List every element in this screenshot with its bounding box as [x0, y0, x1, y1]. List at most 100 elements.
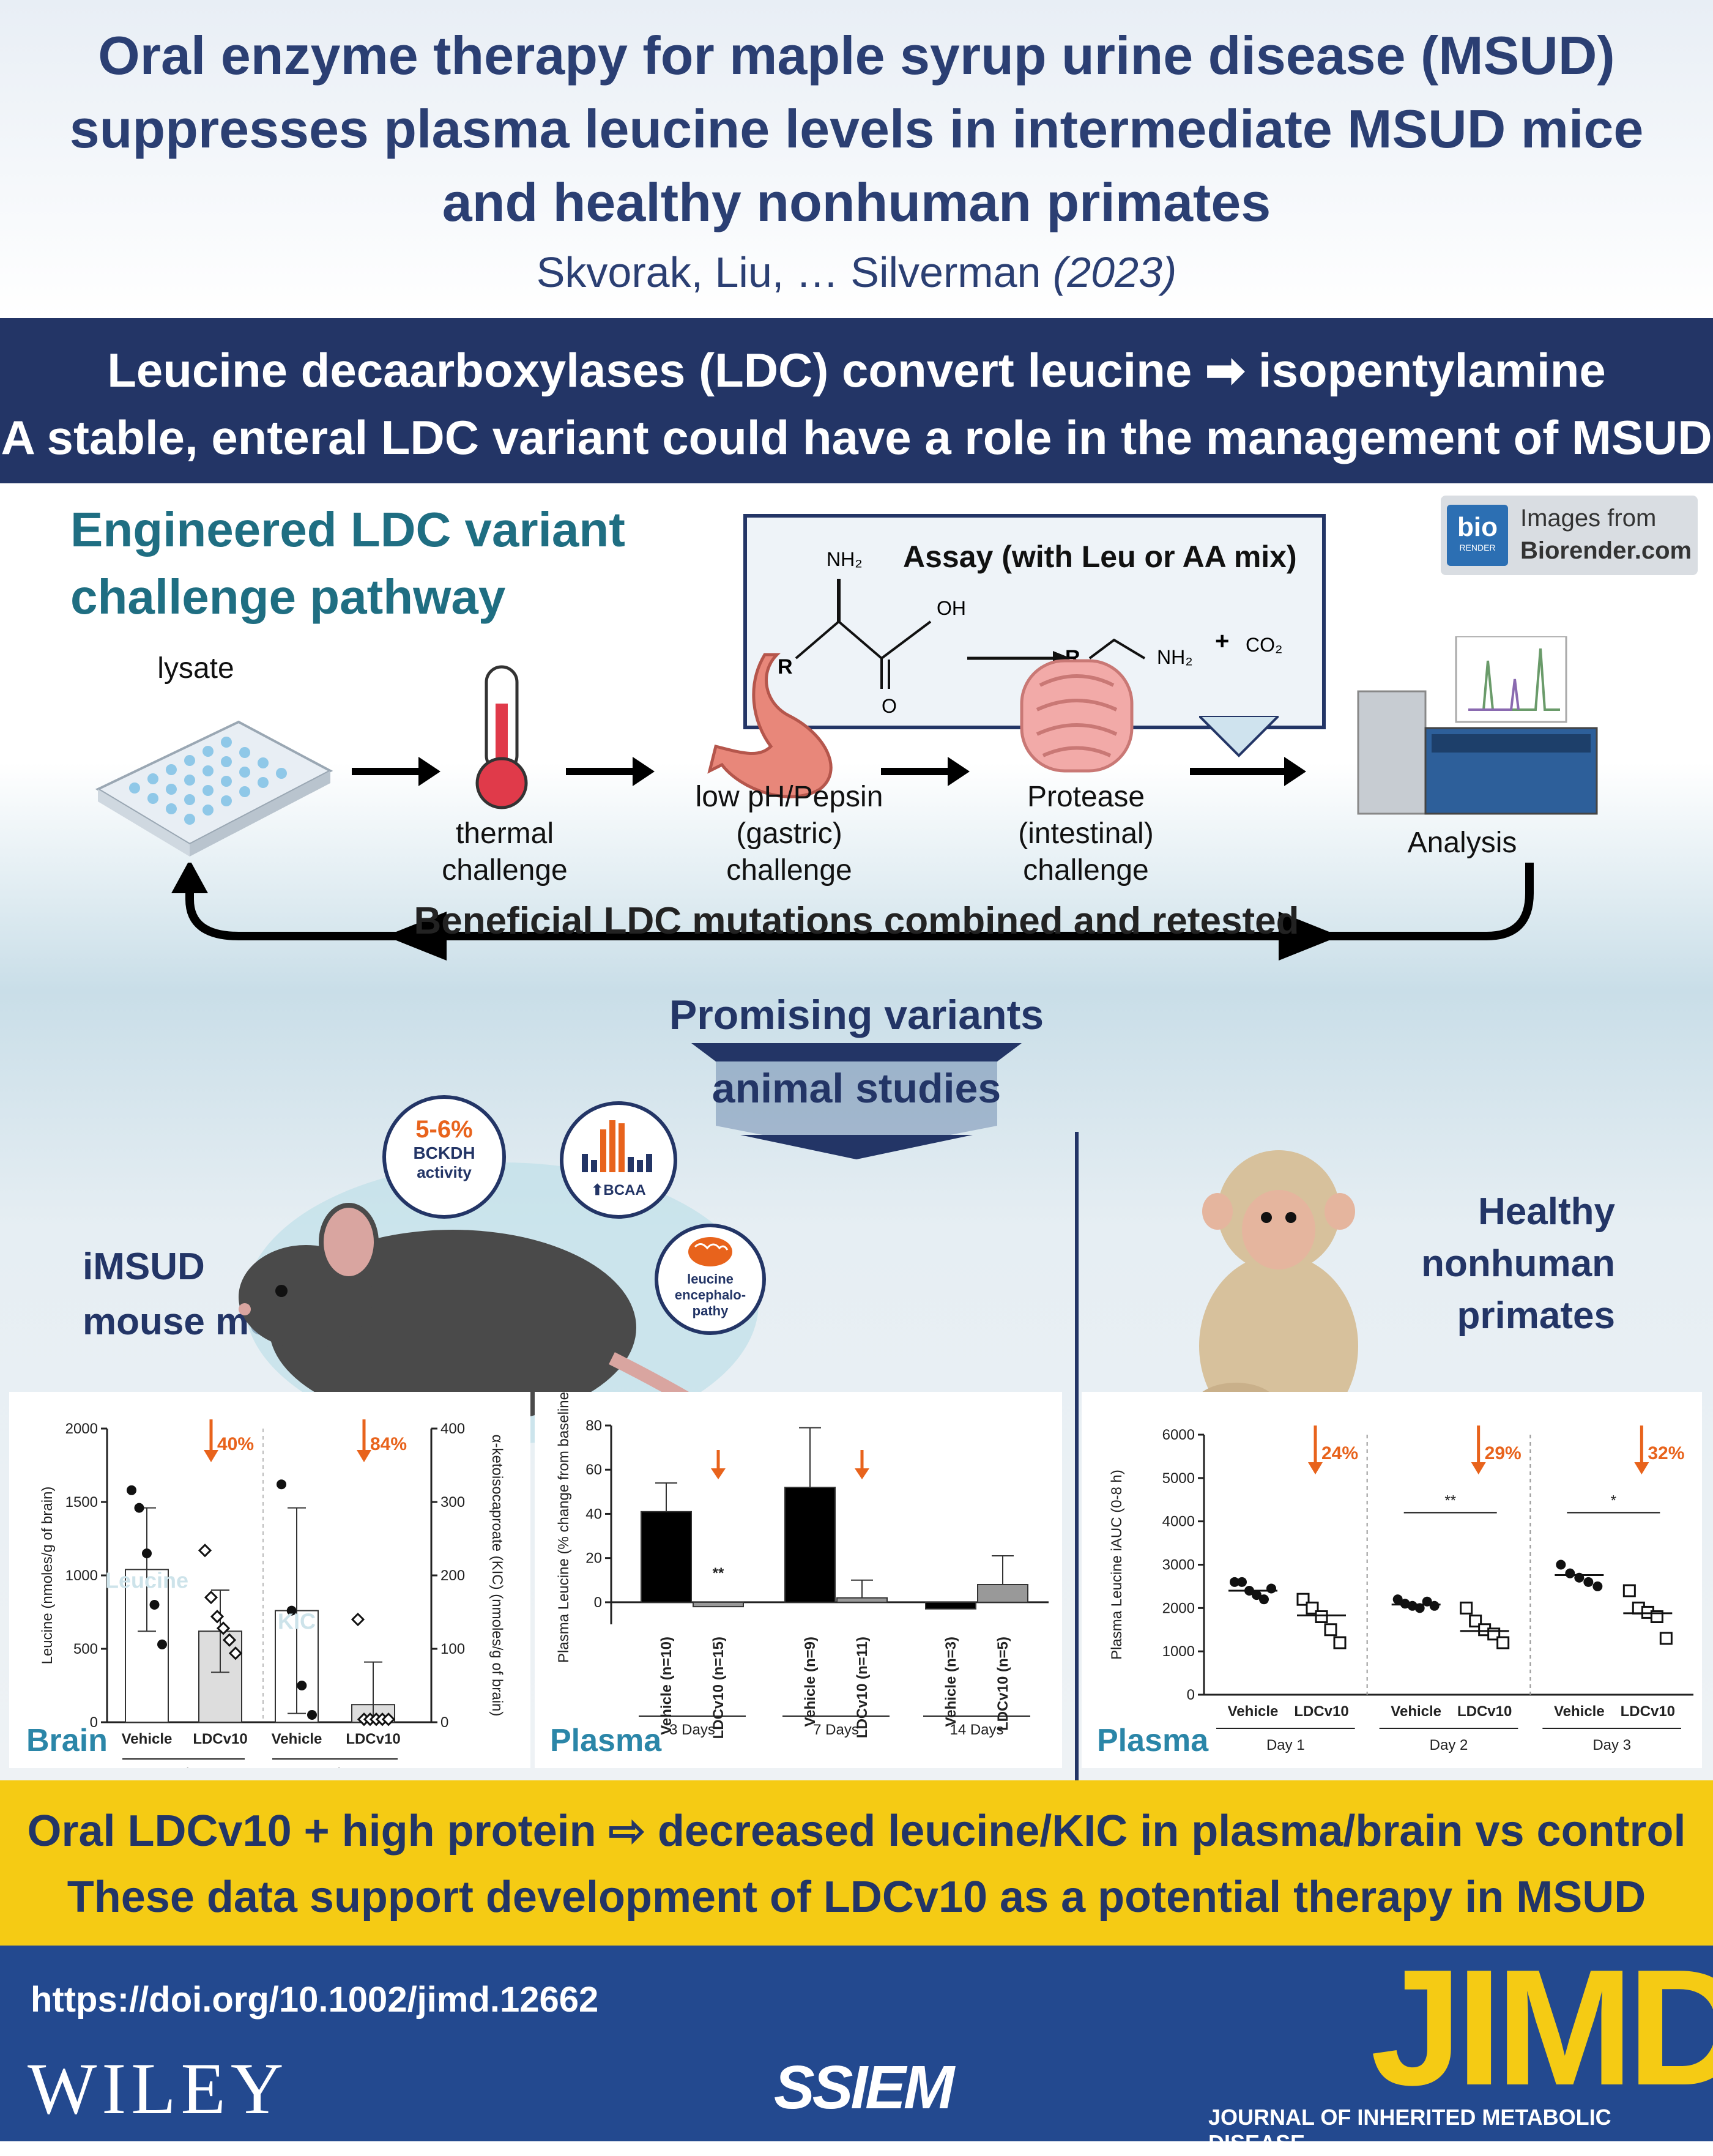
reduction-arrow-head — [855, 1468, 869, 1479]
plasma-category-label: LDCv10 (n=5) — [995, 1637, 1011, 1731]
badge-bcaa-label: ⬆BCAA — [591, 1182, 646, 1199]
mouse-illustration — [239, 1162, 763, 1450]
primate-label-2: nonhuman — [1421, 1243, 1615, 1285]
brain-series-name: KIC — [278, 1609, 316, 1634]
chem-structure — [795, 579, 1146, 689]
plasma-category-label: Vehicle (n=10) — [658, 1637, 675, 1735]
chem-oh: OH — [937, 597, 966, 619]
brain-data-point — [277, 1479, 286, 1490]
biorender-logo: bio RENDER — [1447, 505, 1508, 566]
thermometer-icon — [475, 665, 528, 809]
primate-data-point — [1259, 1594, 1269, 1605]
primate-data-point — [1407, 1600, 1418, 1611]
jimd-subtitle: JOURNAL OF INHERITED METABOLIC DISEASE — [1208, 2105, 1611, 2155]
step-gastric-label-3: challenge — [726, 854, 852, 887]
primate-category-label: Vehicle — [1554, 1703, 1605, 1720]
primate-data-point — [1266, 1583, 1276, 1594]
brain-data-point — [127, 1485, 136, 1495]
biorender-credit: bio RENDER Images from Biorender.com — [1441, 496, 1698, 575]
brain-ylabel: Leucine (nmoles/g of brain) — [39, 1487, 56, 1665]
chem-o: O — [882, 695, 897, 717]
key-message-banner: Leucine decaarboxylases (LDC) convert le… — [0, 318, 1713, 483]
badge-bckdh-sub: activity — [417, 1163, 472, 1181]
primate-category-label: Vehicle — [1228, 1703, 1279, 1720]
brain-data-point — [228, 1646, 243, 1660]
arrow-4 — [1190, 757, 1306, 786]
primate-ylabel: Plasma Leucine iAUC (0-8 h) — [1109, 1470, 1125, 1660]
stomach-icon — [707, 653, 833, 798]
chem-nh2: NH₂ — [827, 548, 863, 570]
badge-encephalopathy-line-2: encephalo- — [674, 1287, 746, 1303]
biorender-line-2: Biorender.com — [1520, 537, 1692, 564]
brain-data-point — [286, 1605, 297, 1616]
plasma-bar — [641, 1511, 692, 1603]
plasma-ytick-label: 0 — [594, 1594, 602, 1611]
brain-ytick-label: 1500 — [65, 1494, 98, 1511]
plasma-ytick-label: 80 — [585, 1418, 602, 1434]
primate-day-label: Day 1 — [1266, 1737, 1305, 1753]
wiley-logo: WILEY — [28, 2048, 289, 2129]
brain-panel-label: Brain — [26, 1723, 108, 1758]
mouse-label-1: iMSUD — [83, 1246, 205, 1288]
brain-ytick-right-label: 200 — [440, 1567, 465, 1584]
step-protease-label-2: (intestinal) — [1018, 817, 1154, 850]
brain-ytick-right-label: 400 — [440, 1421, 465, 1437]
authors: Skvorak, Liu, … Silverman (2023) — [0, 248, 1713, 297]
brain-category-label: Vehicle — [122, 1731, 173, 1747]
primate-category-label: LDCv10 — [1621, 1703, 1675, 1720]
step-gastric-label-1: low pH/Pepsin — [695, 781, 883, 813]
plasma-day-label: 3 Days — [669, 1722, 715, 1738]
primate-data-point — [1565, 1568, 1575, 1578]
pathway-section: Engineered LDC variant challenge pathway… — [0, 483, 1713, 991]
plasma-category-label: Vehicle (n=3) — [943, 1637, 959, 1727]
chem-plus: + — [1215, 628, 1230, 655]
primate-data-point — [1583, 1577, 1594, 1587]
plasma-day-label: 14 Days — [949, 1722, 1003, 1738]
primate-data-point — [1252, 1590, 1262, 1600]
plasma-bar — [977, 1584, 1028, 1603]
primate-reduction-label: 24% — [1321, 1443, 1358, 1463]
step-protease-label-1: Protease — [1027, 781, 1145, 813]
reduction-arrow-head — [204, 1450, 218, 1462]
brain-data-point — [157, 1639, 167, 1649]
badge-bckdh-name: BCKDH — [413, 1143, 475, 1162]
plasma-significance: ** — [713, 1565, 724, 1582]
step-lysate-label: lysate — [157, 652, 234, 685]
plasma-bar-panel-label: Plasma — [550, 1723, 662, 1758]
assay-pointer — [1199, 716, 1279, 757]
step-gastric-label-2: (gastric) — [736, 817, 842, 850]
primate-ytick-label: 5000 — [1162, 1470, 1195, 1487]
brain-category-label: LDCv10 — [193, 1731, 247, 1747]
plasma-category-label: LDCv10 (n=11) — [854, 1637, 871, 1738]
section-divider — [1075, 1132, 1079, 1780]
primate-data-point — [1392, 1594, 1403, 1605]
primate-reduction-label: 32% — [1648, 1443, 1684, 1463]
animal-studies-section: Promising variants animal studies iMSUD … — [0, 991, 1713, 1782]
jimd-logo: JIMD — [1370, 1936, 1713, 2120]
brain-reduction-label: 40% — [217, 1434, 254, 1454]
brain-ylabel-right: α-ketoisocaproate (KIC) (nmoles/g of bra… — [489, 1435, 505, 1717]
primate-data-point — [1414, 1603, 1425, 1613]
doi-link[interactable]: https://doi.org/10.1002/jimd.12662 — [31, 1980, 599, 2020]
primate-ytick-label: 4000 — [1162, 1514, 1195, 1530]
chem-co2: CO₂ — [1246, 634, 1283, 656]
brain-data-point — [204, 1590, 218, 1605]
primate-label-1: Healthy — [1478, 1191, 1615, 1233]
badge-encephalopathy-line-3: pathy — [692, 1303, 729, 1318]
feedback-label: Beneficial LDC mutations combined and re… — [414, 900, 1299, 942]
brain-data-point — [297, 1681, 307, 1690]
biorender-logo-text: bio — [1457, 512, 1498, 542]
primate-data-point — [1460, 1601, 1473, 1615]
primate-data-point — [1496, 1636, 1510, 1649]
badge-bcaa: ⬆BCAA — [560, 1101, 677, 1219]
brain-data-point — [222, 1633, 237, 1647]
brain-category-label: Vehicle — [272, 1731, 322, 1747]
reduction-arrow-head — [1634, 1462, 1649, 1474]
reduction-arrow-head — [711, 1468, 726, 1479]
arrow-3 — [881, 757, 970, 786]
primate-day-label: Day 3 — [1592, 1737, 1631, 1753]
